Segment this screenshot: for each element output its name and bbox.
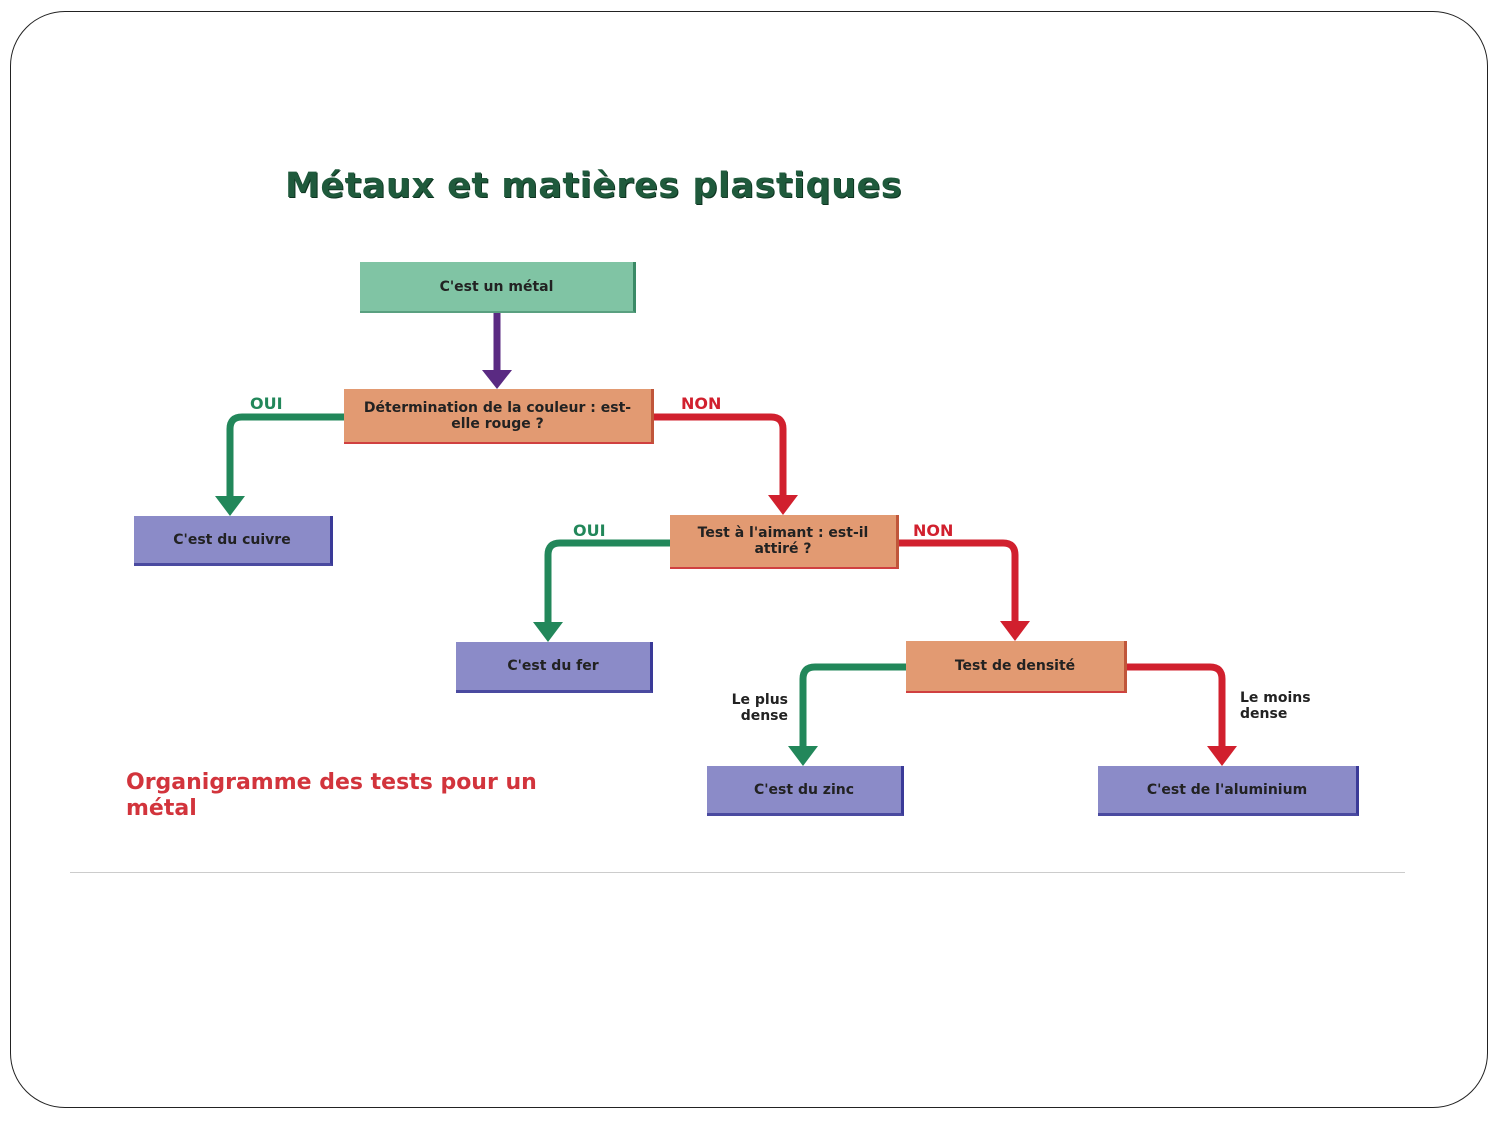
arrowhead xyxy=(1000,621,1030,641)
label-oui: OUI xyxy=(250,394,283,413)
arrowhead xyxy=(533,622,563,642)
arrowhead xyxy=(788,746,818,766)
label-plus-dense: Le plus dense xyxy=(731,692,788,724)
arrowhead xyxy=(1207,746,1237,766)
arrowhead xyxy=(768,495,798,515)
node-densite: Test de densité xyxy=(906,641,1127,693)
label-non: NON xyxy=(913,521,954,540)
divider xyxy=(70,872,1405,873)
arrow-oui-cuivre xyxy=(226,413,344,498)
node-zinc: C'est du zinc xyxy=(707,766,904,816)
arrowhead xyxy=(215,496,245,516)
arrowhead xyxy=(482,370,512,389)
label-moins-dense: Le moins dense xyxy=(1240,690,1311,722)
slide-title: Métaux et matières plastiques xyxy=(285,166,903,206)
arrow-plus-dense-zinc xyxy=(799,663,906,748)
arrow-non-densite xyxy=(898,539,1019,623)
arrow-oui-fer xyxy=(544,539,670,624)
arrow-moins-dense-aluminium xyxy=(1126,663,1226,748)
slide-frame xyxy=(10,11,1488,1108)
label-oui: OUI xyxy=(573,521,606,540)
node-aimant: Test à l'aimant : est-il attiré ? xyxy=(670,515,899,569)
node-aluminium: C'est de l'aluminium xyxy=(1098,766,1359,816)
diagram-caption: Organigramme des tests pour un métal xyxy=(126,770,537,821)
node-cuivre: C'est du cuivre xyxy=(134,516,333,566)
arrow-non-aimant xyxy=(653,413,787,497)
label-non: NON xyxy=(681,394,722,413)
node-couleur: Détermination de la couleur : est-elle r… xyxy=(344,389,654,444)
node-fer: C'est du fer xyxy=(456,642,653,693)
node-metal: C'est un métal xyxy=(360,262,636,313)
